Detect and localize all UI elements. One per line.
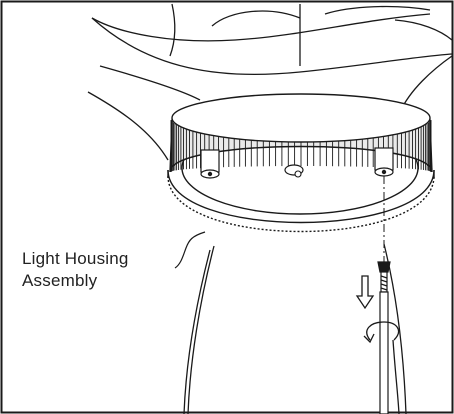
callout-line-1: Light Housing xyxy=(22,249,129,268)
rotation-arrow-icon xyxy=(363,321,400,344)
callout-label: Light Housing Assembly xyxy=(22,248,129,292)
callout-leader xyxy=(174,231,206,269)
glass-shade xyxy=(183,243,407,414)
callout-line-2: Assembly xyxy=(22,271,98,290)
light-housing-ring xyxy=(167,93,435,233)
screwdriver xyxy=(379,291,389,414)
fan-motor-housing xyxy=(87,3,453,161)
screw-icon xyxy=(377,261,391,293)
down-arrow-icon xyxy=(355,275,375,310)
